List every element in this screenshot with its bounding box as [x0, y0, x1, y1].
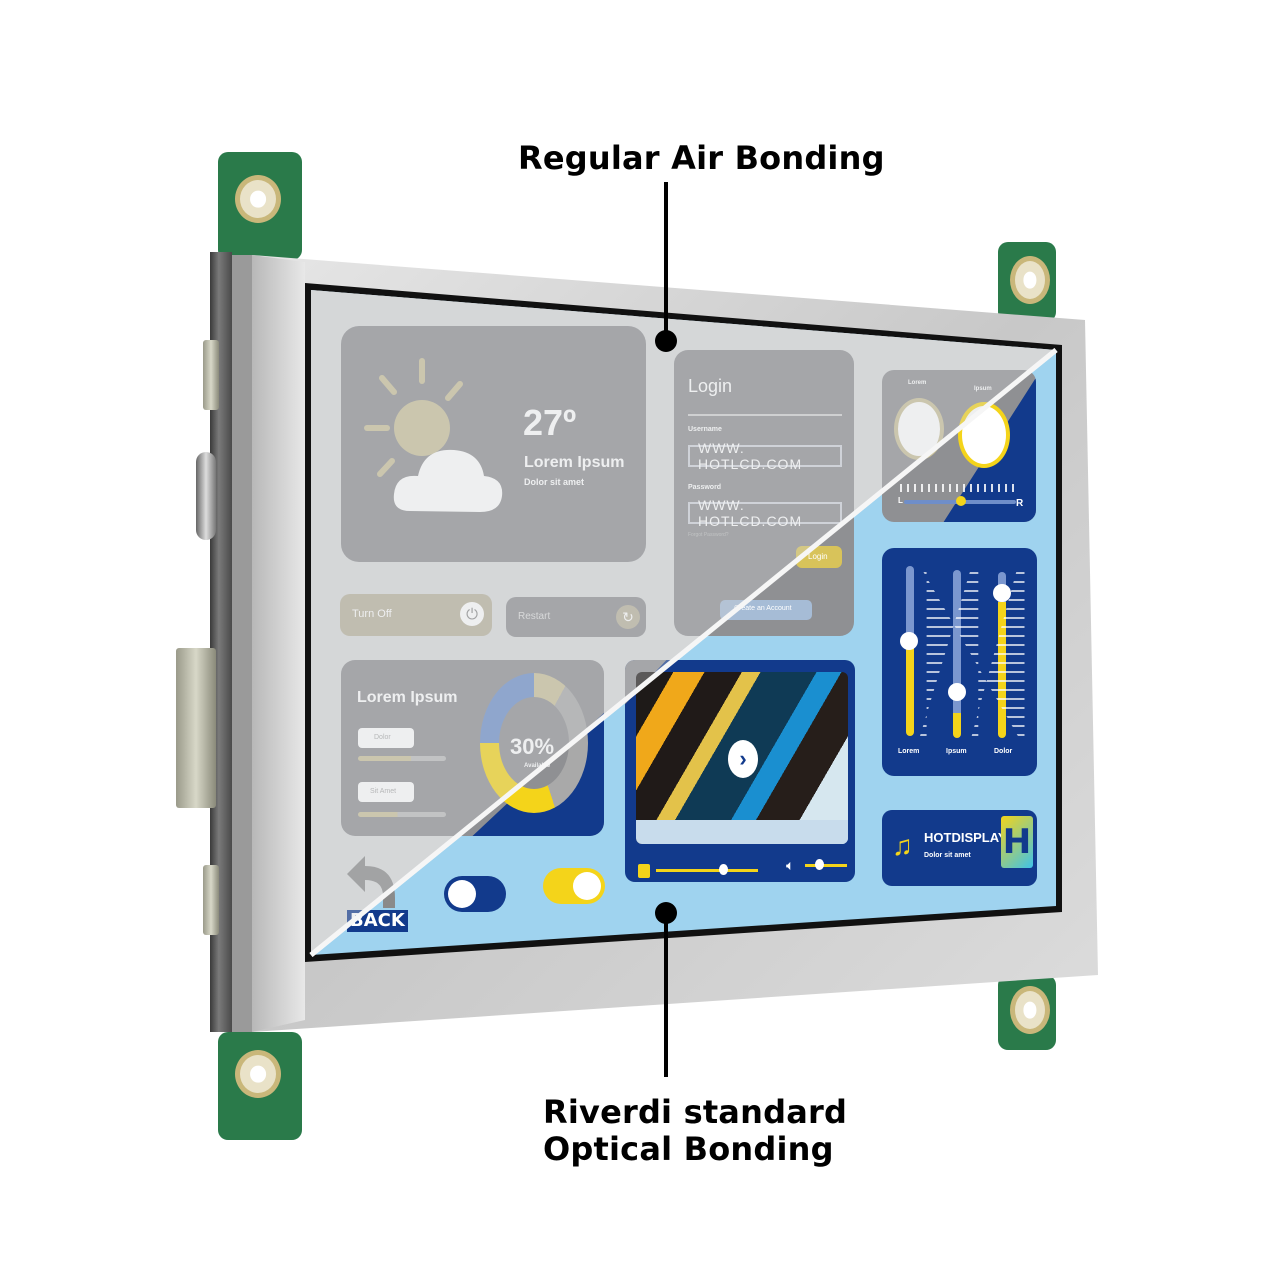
progress-caption: Available — [524, 763, 551, 769]
turn-off-label: Turn Off — [352, 608, 392, 620]
side-connector-top — [203, 340, 219, 410]
balance-ticks — [900, 484, 1018, 492]
board-edge — [210, 252, 232, 1032]
restart-button[interactable]: Restart ↻ — [506, 597, 646, 637]
mount-hole-bottom-right — [1010, 986, 1050, 1034]
stats-bar-2 — [358, 812, 446, 817]
volume-track[interactable] — [805, 864, 847, 867]
slider-ipsum-thumb[interactable] — [948, 683, 966, 701]
username-label: Username — [688, 426, 722, 433]
knob-right[interactable] — [958, 402, 1010, 468]
brand-logo-letter: H — [1002, 822, 1032, 862]
stats-button-sit-amet-label: Sit Amet — [370, 788, 397, 795]
callout-bottom-line — [664, 912, 668, 1077]
callout-top-dot — [655, 330, 677, 352]
knob-right-label: Ipsum — [974, 386, 992, 392]
usb-connector — [196, 452, 216, 540]
slider-dolor-thumb[interactable] — [993, 584, 1011, 602]
callout-top-line — [664, 182, 668, 340]
brand-logo-icon: H — [1001, 816, 1033, 868]
power-icon: ⏻ — [460, 602, 484, 626]
toggle-1[interactable] — [444, 876, 506, 912]
weather-temp: 27º — [523, 402, 577, 443]
mount-hole-bottom-left — [235, 1050, 281, 1098]
username-field[interactable]: WWW. HOTLCD.COM — [688, 440, 842, 472]
stats-button-dolor[interactable]: Dolor — [358, 728, 414, 748]
video-stop-icon[interactable] — [638, 864, 650, 878]
toggle-1-knob — [448, 880, 476, 908]
callout-bottom-label-line1: Riverdi standard — [543, 1093, 848, 1131]
create-account-label: Create an Account — [734, 605, 792, 612]
restart-icon: ↻ — [616, 605, 640, 629]
stats-title: Lorem Ipsum — [357, 689, 458, 706]
back-arrow-icon — [347, 856, 395, 908]
slider-ipsum[interactable] — [953, 570, 961, 738]
weather-subtitle: Dolor sit amet — [524, 477, 585, 487]
slider-lorem-thumb[interactable] — [900, 632, 918, 650]
stats-button-sit-amet[interactable]: Sit Amet — [358, 782, 414, 802]
balance-thumb[interactable] — [956, 496, 966, 506]
toggle-2[interactable] — [543, 868, 605, 904]
login-button[interactable]: Login — [796, 546, 842, 568]
callout-top-label: Regular Air Bonding — [518, 139, 885, 177]
balance-l-label: L — [898, 496, 903, 505]
login-title: Login — [688, 376, 733, 396]
forgot-password-link[interactable]: Forgot Password? — [688, 532, 729, 538]
volume-thumb[interactable] — [815, 859, 824, 870]
slider-label-lorem: Lorem — [898, 748, 920, 755]
login-divider — [688, 414, 842, 416]
back-button[interactable]: BACK — [343, 850, 408, 934]
back-label: BACK — [347, 910, 408, 932]
stats-button-dolor-label: Dolor — [374, 734, 391, 741]
side-connector-large — [176, 648, 216, 808]
stats-bar-1 — [358, 756, 446, 761]
video-progress-track[interactable] — [656, 869, 758, 872]
slider-label-dolor: Dolor — [994, 748, 1013, 755]
music-note-icon: ♫ — [892, 830, 913, 861]
balance-r-label: R — [1016, 498, 1024, 509]
weather-title: Lorem Ipsum — [524, 454, 625, 471]
sun-cloud-icon — [364, 358, 503, 512]
slider-label-ipsum: Ipsum — [946, 748, 967, 755]
video-play-button[interactable]: › — [728, 740, 758, 778]
login-button-label: Login — [808, 552, 828, 561]
knob-left[interactable] — [894, 398, 944, 460]
knob-left-label: Lorem — [908, 380, 927, 386]
toggle-2-knob — [573, 872, 601, 900]
brand-tagline: Dolor sit amet — [924, 852, 971, 859]
restart-label: Restart — [518, 611, 551, 622]
brand-name: HOTDISPLAY — [924, 830, 1007, 845]
video-overlay-light — [636, 820, 848, 844]
progress-percent: 30% — [510, 734, 555, 759]
mount-hole-top-right — [1010, 256, 1050, 304]
password-label: Password — [688, 484, 722, 491]
slider-lorem[interactable] — [906, 566, 914, 736]
callout-bottom-label-line2: Optical Bonding — [543, 1130, 834, 1168]
turn-off-button[interactable]: Turn Off ⏻ — [340, 594, 492, 636]
create-account-button[interactable]: Create an Account — [720, 600, 812, 620]
side-connector-bottom — [203, 865, 219, 935]
volume-icon[interactable]: 🔈︎ — [786, 857, 795, 873]
mount-hole-top-left — [235, 175, 281, 223]
password-field[interactable]: WWW. HOTLCD.COM — [688, 497, 842, 529]
video-progress-thumb[interactable] — [719, 864, 728, 875]
